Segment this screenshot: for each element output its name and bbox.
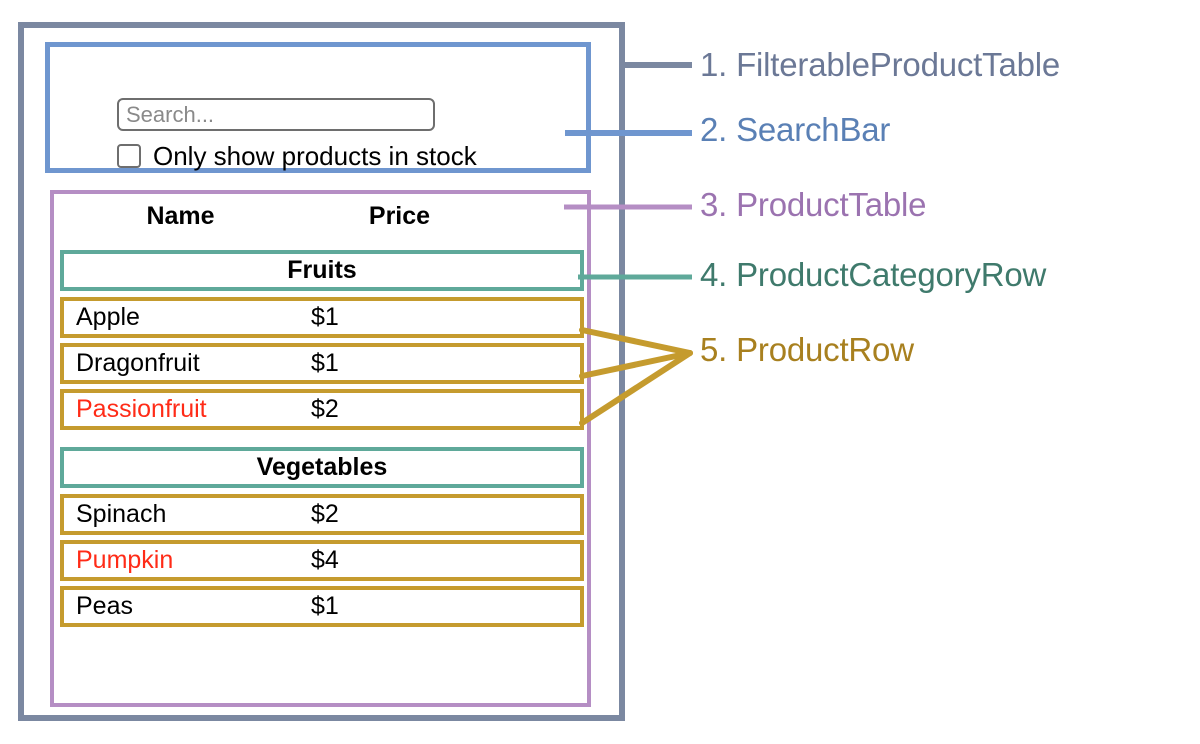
- product-price: $2: [311, 500, 339, 528]
- annotation-label-filterable-product-table: 1. FilterableProductTable: [700, 46, 1061, 83]
- product-row: Dragonfruit $1: [60, 343, 584, 384]
- filterable-product-table-frame: Only show products in stock Name Price F…: [18, 22, 625, 721]
- product-category-row: Fruits: [60, 250, 584, 291]
- product-name: Passionfruit: [76, 395, 207, 423]
- group-spacer: [60, 435, 584, 447]
- column-header-price: Price: [368, 202, 431, 230]
- only-in-stock-label: Only show products in stock: [153, 141, 477, 171]
- search-input[interactable]: [117, 98, 435, 131]
- category-label: Vegetables: [256, 453, 388, 481]
- product-table-header-row: Name Price: [54, 202, 587, 242]
- category-label: Fruits: [287, 256, 357, 284]
- product-row: Spinach $2: [60, 494, 584, 535]
- product-category-row: Vegetables: [60, 447, 584, 488]
- product-row: Pumpkin $4: [60, 540, 584, 581]
- product-row: Peas $1: [60, 586, 584, 627]
- product-price: $2: [311, 395, 339, 423]
- annotation-label-search-bar: 2. SearchBar: [700, 111, 891, 148]
- product-table-frame: Name Price Fruits Apple $1 Dragonfruit $…: [50, 190, 591, 707]
- product-name: Apple: [76, 303, 140, 331]
- column-header-name: Name: [146, 202, 215, 230]
- product-price: $1: [311, 303, 339, 331]
- annotation-label-product-table: 3. ProductTable: [700, 186, 927, 223]
- stock-filter-row[interactable]: Only show products in stock: [117, 143, 477, 169]
- product-row: Passionfruit $2: [60, 389, 584, 430]
- product-table-body: Fruits Apple $1 Dragonfruit $1 Passionfr…: [60, 250, 584, 632]
- product-price: $4: [311, 546, 339, 574]
- product-price: $1: [311, 592, 339, 620]
- only-in-stock-checkbox[interactable]: [117, 144, 141, 168]
- annotation-label-product-row: 5. ProductRow: [700, 331, 914, 368]
- product-name: Pumpkin: [76, 546, 174, 574]
- product-name: Dragonfruit: [76, 349, 200, 377]
- search-bar-frame: Only show products in stock: [45, 42, 591, 173]
- product-price: $1: [311, 349, 339, 377]
- product-row: Apple $1: [60, 297, 584, 338]
- product-name: Peas: [76, 592, 133, 620]
- product-name: Spinach: [76, 500, 167, 528]
- annotation-label-product-category-row: 4. ProductCategoryRow: [700, 256, 1047, 293]
